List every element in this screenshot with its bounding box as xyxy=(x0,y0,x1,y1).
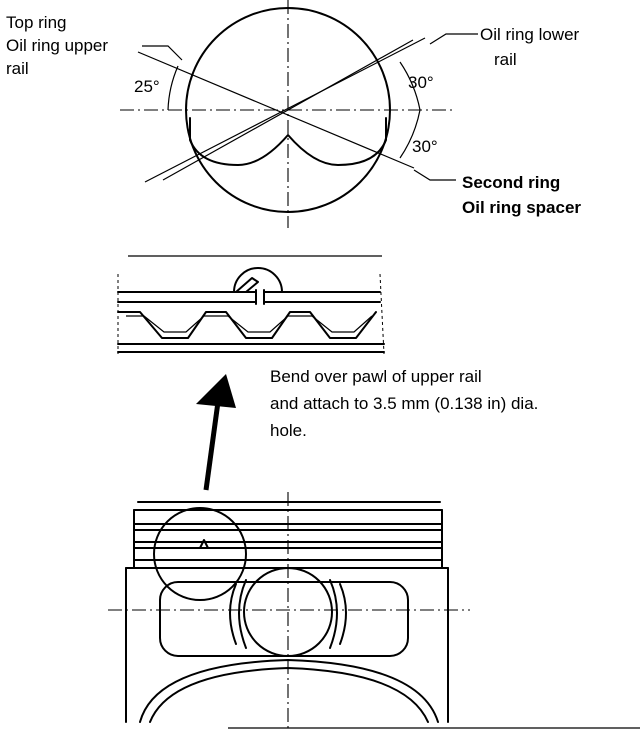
hole-outline xyxy=(233,267,283,293)
pin-boss xyxy=(159,581,409,657)
ring-gap-top-view xyxy=(120,0,478,228)
angle-arc-30-lower xyxy=(399,109,421,159)
pin-boss-right-contour-2 xyxy=(339,583,347,645)
label-oil-ring-spacer: Oil ring spacer xyxy=(462,198,582,217)
piston-side-view xyxy=(108,492,640,730)
oil-ring-lower-rail-gap-line xyxy=(144,37,426,183)
label-angle-25: 25° xyxy=(134,77,160,96)
pin-boss-left-contour-2 xyxy=(229,583,237,645)
top-ring-gap-line xyxy=(137,51,415,169)
valve-recess xyxy=(189,117,387,166)
oil-ring-spacer-inner xyxy=(126,315,373,333)
leader-oil-ring-lower-rail xyxy=(429,33,478,45)
note-line-3: hole. xyxy=(270,421,307,440)
detail-right-edge xyxy=(379,273,385,355)
pin-boss-left-contour xyxy=(238,579,247,649)
skirt-bottom-arc xyxy=(149,667,429,723)
leader-second-ring xyxy=(413,169,456,181)
detail-callout-circle xyxy=(153,507,247,601)
skirt-bottom-arc-outer xyxy=(139,659,439,723)
oil-ring-spacer-wave xyxy=(117,311,377,339)
arrow-shaft xyxy=(203,401,221,491)
rail-gap xyxy=(256,290,264,304)
detail-arrow xyxy=(196,374,236,491)
piston-pin-circle xyxy=(243,567,333,657)
callout-pawl xyxy=(185,539,227,549)
label-oil-ring-lower-rail-line2: rail xyxy=(494,50,517,69)
label-oil-ring-lower-rail-line1: Oil ring lower xyxy=(480,25,580,44)
label-angle-30-upper: 30° xyxy=(408,73,434,92)
pin-boss-right-contour xyxy=(329,579,338,649)
label-second-ring: Second ring xyxy=(462,173,561,192)
arrow-head xyxy=(196,374,236,408)
leader-oil-ring-upper-rail xyxy=(142,45,183,61)
label-oil-ring-upper-rail-line2: rail xyxy=(6,59,29,78)
angle-arc-30-upper xyxy=(399,61,421,111)
oil-ring-detail-view xyxy=(117,255,385,355)
note-line-2: and attach to 3.5 mm (0.138 in) dia. xyxy=(270,394,539,413)
angle-arc-25 xyxy=(167,65,179,111)
label-angle-30-lower: 30° xyxy=(412,137,438,156)
label-top-ring: Top ring xyxy=(6,13,67,32)
upper-rail-pawl xyxy=(235,277,259,293)
note-line-1: Bend over pawl of upper rail xyxy=(270,367,482,386)
label-oil-ring-upper-rail-line1: Oil ring upper xyxy=(6,36,109,55)
